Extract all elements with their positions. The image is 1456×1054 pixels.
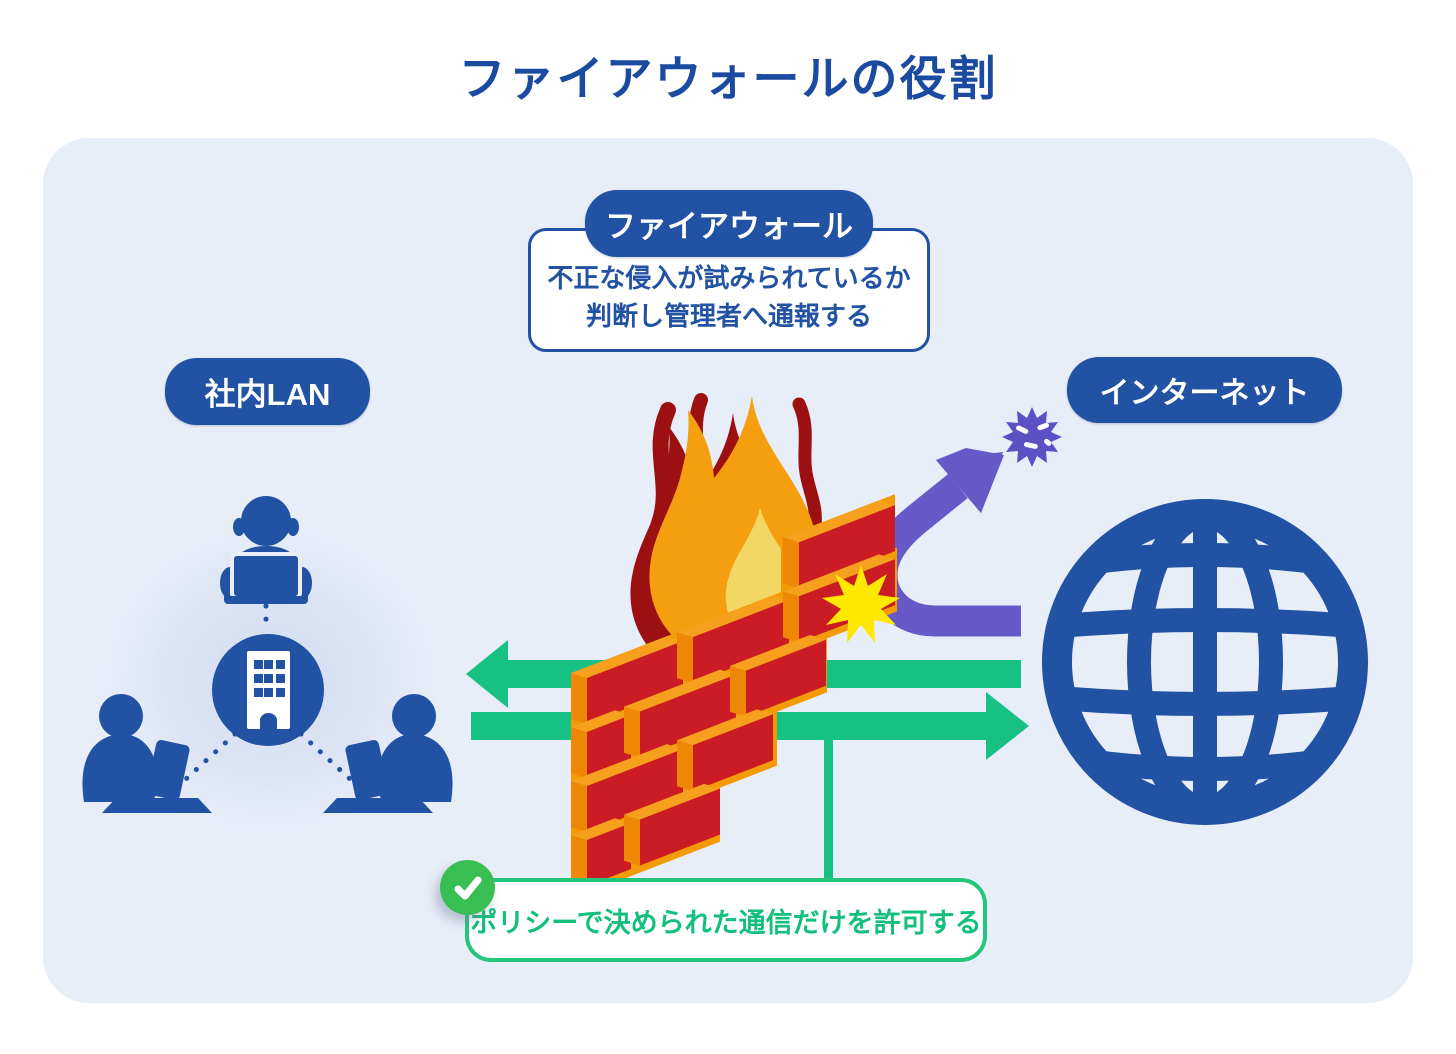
internet-label-badge: インターネット [1067,357,1342,423]
purple-arrowhead-fill [936,448,1004,513]
firewall-label: ファイアウォール [605,209,853,244]
purple-bounce-arrow-icon [866,473,1021,637]
checkmark-glyph [454,876,481,899]
blocked-attack [866,407,1062,637]
user-at-laptop-icon [323,694,453,813]
firewall-description-line1: 不正な侵入が試みられているか [547,263,911,293]
impact-starburst-icon [822,565,900,643]
lan-label: 社内LAN [204,377,331,412]
firewall-label-badge: ファイアウォール [585,190,873,257]
internet-label: インターネット [1099,377,1310,410]
user-at-laptop-icon [82,694,212,813]
checkmark-icon [440,860,495,915]
office-building-icon [212,634,324,746]
virus-icon [1002,407,1062,467]
globe-icon [1042,499,1368,825]
user-at-laptop-icon [220,496,312,604]
policy-connector-line [824,738,833,880]
firewall-description-line2: 判断し管理者へ通報する [585,301,872,331]
policy-note-text: ポリシーで決められた通信だけを許可する [470,907,982,938]
policy-note-box: ポリシーで決められた通信だけを許可する [465,878,987,962]
lan-label-badge: 社内LAN [165,358,370,425]
page-title: ファイアウォールの役割 [458,52,998,105]
dotted-connector-lines [171,603,365,793]
lan-network [82,496,453,813]
brick-wall-icon [571,494,897,900]
